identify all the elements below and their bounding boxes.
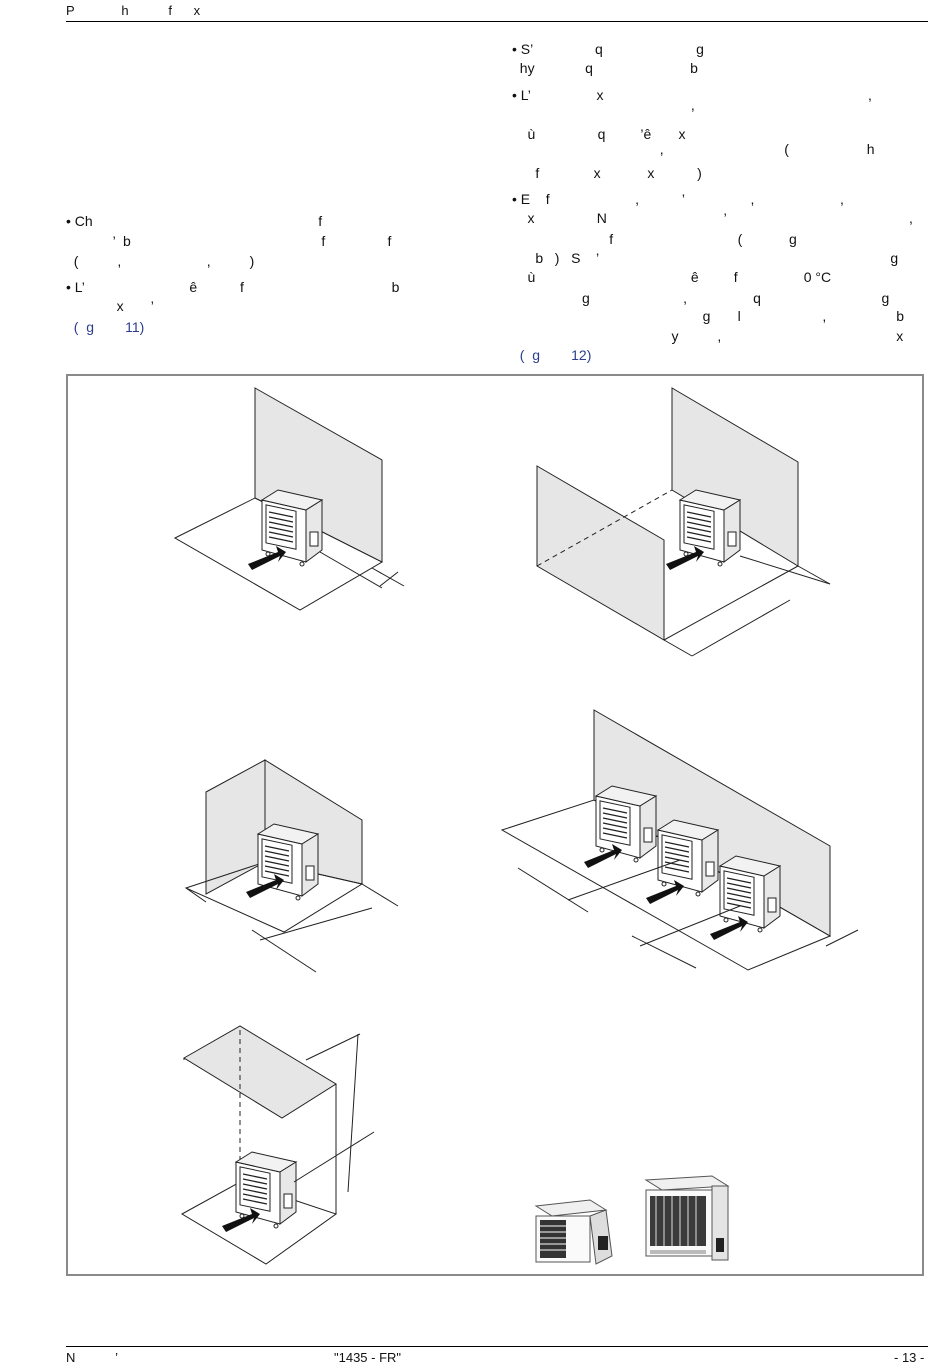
left-line-3: ( , , ) [66, 253, 255, 269]
diagram-three-units [500, 709, 859, 971]
footer-rule [66, 1346, 928, 1347]
outdoor-unit-small-icon [534, 1199, 613, 1265]
right-line-12: ù ê f 0 °C [512, 269, 832, 285]
right-line-13: g , q g [512, 290, 890, 306]
page-header: P h f x [66, 3, 201, 18]
left-line-2: ’ b f f [66, 233, 392, 249]
left-line-6-figure-ref: ( g 11) [66, 319, 145, 335]
right-line-4: , [512, 97, 695, 113]
left-line-5: x ’ [66, 298, 154, 314]
right-line-3: • L’ x , [512, 87, 872, 103]
right-line-2: hy q b [512, 60, 698, 76]
header-rule [66, 21, 928, 22]
footer-left: N ’ [66, 1350, 119, 1365]
right-line-7: f x x ) [512, 165, 702, 181]
left-line-1: • Ch f [66, 213, 323, 229]
right-line-5: ù q ’ê x [512, 126, 686, 142]
right-line-16-figure-ref: ( g 12) [512, 347, 592, 363]
right-line-9: x N ’ , [512, 210, 913, 226]
right-line-15: y , x [512, 328, 904, 344]
right-line-11: b ) S ’ g [512, 250, 899, 266]
diagram-corner [184, 759, 399, 973]
right-line-10: f ( g [512, 231, 797, 247]
right-line-6: , ( h [512, 141, 875, 157]
diagram-two-walls [536, 387, 831, 657]
diagram-overhead [180, 1025, 375, 1265]
installation-figure-frame [66, 374, 924, 1276]
footer-document-code: "1435 - FR" [334, 1350, 402, 1365]
right-line-8: • E f , ’ , , [512, 191, 844, 207]
left-line-4: • L’ ê f b [66, 279, 400, 295]
footer-page-number: - 13 - [894, 1350, 925, 1365]
right-line-14: g l , b [512, 308, 905, 324]
diagram-back-wall [173, 387, 405, 611]
outdoor-unit-large-icon [644, 1175, 730, 1261]
right-line-1: • S’ q g [512, 41, 704, 57]
